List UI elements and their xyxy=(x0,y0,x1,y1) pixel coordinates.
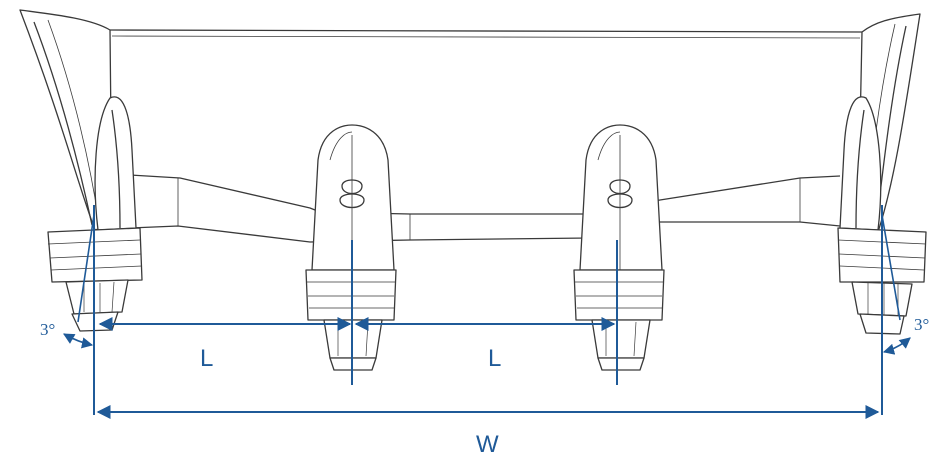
left-angle-line xyxy=(77,214,95,323)
spacing-label-left: L xyxy=(200,345,213,372)
spacing-label-right: L xyxy=(488,345,501,372)
angle-label-left: 3° xyxy=(40,320,55,339)
overall-width-label: W xyxy=(476,431,499,458)
right-angle-line xyxy=(881,214,901,321)
angle-label-right: 3° xyxy=(914,315,929,334)
dimension-lines xyxy=(63,205,911,419)
left-angle-arc xyxy=(63,333,94,349)
right-angle-arc xyxy=(882,337,911,355)
bucket-outline xyxy=(19,9,927,371)
